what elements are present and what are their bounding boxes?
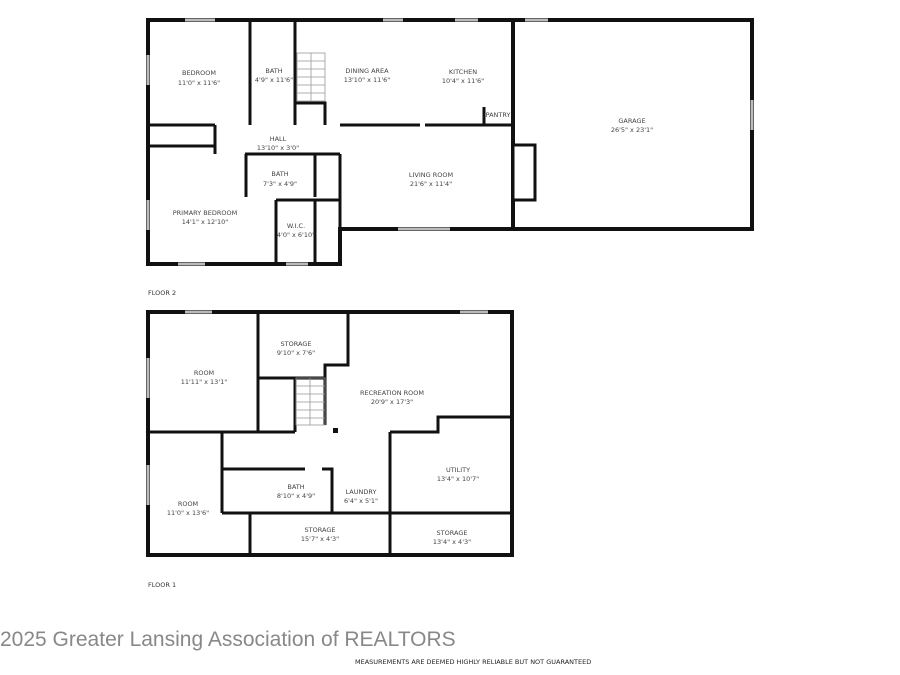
svg-text:4'0" x 6'10": 4'0" x 6'10": [277, 231, 315, 239]
svg-text:4'9" x 11'6": 4'9" x 11'6": [255, 76, 293, 84]
svg-text:LAUNDRY: LAUNDRY: [346, 488, 377, 496]
svg-text:ROOM: ROOM: [194, 369, 214, 377]
svg-text:BATH: BATH: [271, 170, 288, 178]
svg-text:15'7" x 4'3": 15'7" x 4'3": [301, 535, 339, 543]
svg-text:STORAGE: STORAGE: [281, 340, 312, 348]
svg-text:BATH: BATH: [265, 67, 282, 75]
svg-text:6'4" x 5'1": 6'4" x 5'1": [344, 497, 378, 505]
floor1-walls: [146, 310, 514, 557]
stairs-icon: [296, 52, 326, 102]
floor2-label: FLOOR 2: [148, 289, 176, 297]
svg-text:HALL: HALL: [270, 135, 287, 143]
room-bedroom: BEDROOM 11'0" x 11'6": [178, 69, 220, 87]
svg-text:13'10" x 11'6": 13'10" x 11'6": [344, 76, 390, 84]
svg-text:UTILITY: UTILITY: [446, 466, 470, 474]
svg-text:7'3" x 4'9": 7'3" x 4'9": [263, 180, 297, 188]
svg-text:10'4" x 11'6": 10'4" x 11'6": [442, 77, 484, 85]
svg-text:ROOM: ROOM: [178, 500, 198, 508]
svg-text:11'0" x 11'6": 11'0" x 11'6": [178, 79, 220, 87]
svg-text:STORAGE: STORAGE: [437, 529, 468, 537]
watermark: 2025 Greater Lansing Association of REAL…: [0, 628, 456, 651]
room-pantry: PANTRY: [486, 111, 511, 119]
svg-text:14'1" x 12'10": 14'1" x 12'10": [182, 218, 228, 226]
disclaimer: MEASUREMENTS ARE DEEMED HIGHLY RELIABLE …: [355, 658, 592, 666]
svg-text:13'4" x 4'3": 13'4" x 4'3": [433, 538, 471, 546]
svg-text:PRIMARY BEDROOM: PRIMARY BEDROOM: [173, 209, 237, 217]
svg-text:BATH: BATH: [287, 483, 304, 491]
stairs-icon: [295, 377, 326, 426]
svg-text:BEDROOM: BEDROOM: [182, 69, 216, 77]
svg-text:13'4" x 10'7": 13'4" x 10'7": [437, 475, 479, 483]
room-bath-primary: BATH 7'3" x 4'9": [263, 170, 297, 188]
svg-text:DINING AREA: DINING AREA: [345, 67, 389, 75]
svg-text:8'10" x 4'9": 8'10" x 4'9": [277, 492, 315, 500]
fireplace-icon: [511, 143, 537, 202]
svg-text:GARAGE: GARAGE: [618, 117, 645, 125]
svg-text:21'6" x 11'4": 21'6" x 11'4": [410, 180, 452, 188]
svg-text:LIVING ROOM: LIVING ROOM: [409, 171, 453, 179]
svg-text:13'10" x 3'0": 13'10" x 3'0": [257, 144, 299, 152]
svg-text:9'10" x 7'6": 9'10" x 7'6": [277, 349, 315, 357]
svg-text:26'5" x 23'1": 26'5" x 23'1": [611, 126, 653, 134]
floor1-label: FLOOR 1: [148, 581, 176, 589]
svg-text:PANTRY: PANTRY: [486, 111, 511, 119]
svg-text:RECREATION ROOM: RECREATION ROOM: [360, 389, 424, 397]
room-wic: W.I.C.4'0" x 6'10": [277, 222, 315, 239]
svg-text:STORAGE: STORAGE: [305, 526, 336, 534]
svg-text:KITCHEN: KITCHEN: [449, 68, 477, 76]
svg-text:11'11" x 13'1": 11'11" x 13'1": [181, 378, 227, 386]
svg-text:20'9" x 17'3": 20'9" x 17'3": [371, 398, 413, 406]
svg-text:11'0" x 13'6": 11'0" x 13'6": [167, 509, 209, 517]
svg-text:W.I.C.: W.I.C.: [287, 222, 305, 230]
floor2-walls: [146, 18, 754, 266]
